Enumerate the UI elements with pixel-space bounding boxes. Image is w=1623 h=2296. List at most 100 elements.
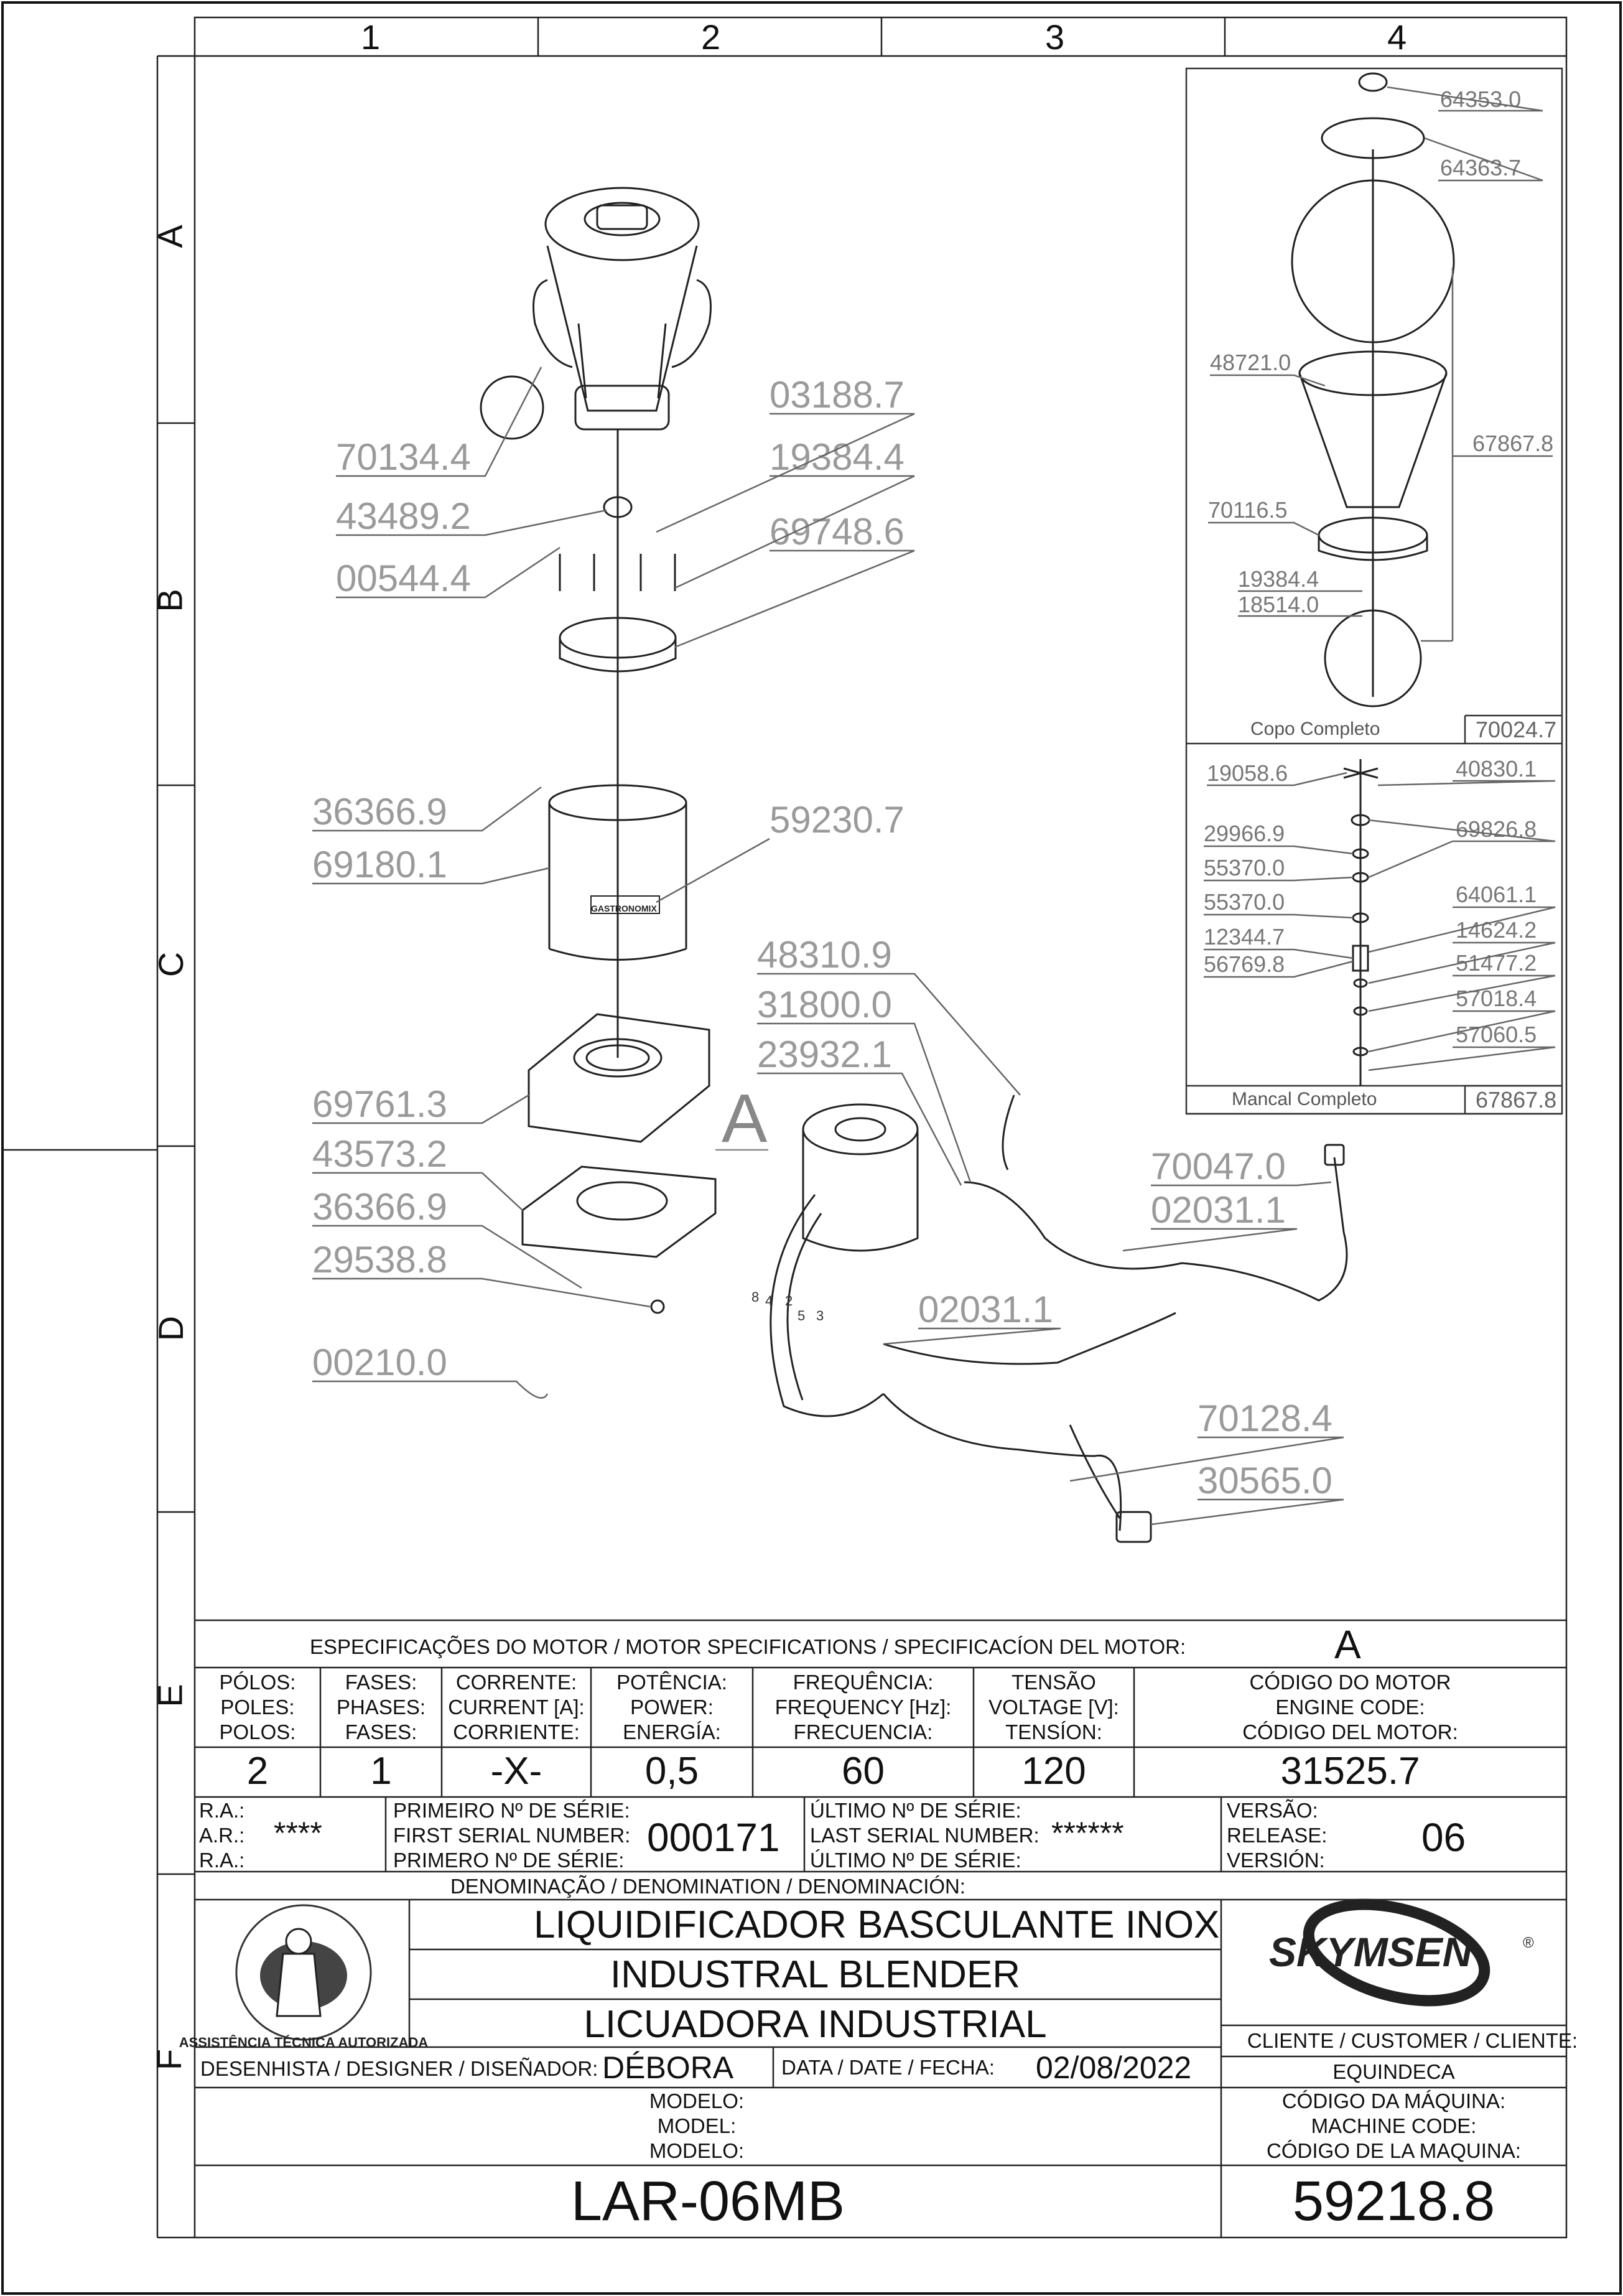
grid-row-d: D xyxy=(151,1315,191,1342)
product-name-pt: LIQUIDIFICADOR BASCULANTE INOX xyxy=(534,1903,1220,1946)
machine-code-labels: CÓDIGO DA MÁQUINA:MACHINE CODE:CÓDIGO DE… xyxy=(1267,2089,1521,2162)
callout-label: 57018.4 xyxy=(1456,986,1537,1011)
spec-value-phases: 1 xyxy=(370,1750,392,1793)
grid-column-2: 2 xyxy=(701,17,721,57)
detail-cup-callouts: 64353.0 64363.7 48721.0 67867.8 70116.5 … xyxy=(1208,86,1553,617)
callout-label: 48310.9 xyxy=(757,934,892,976)
callout-label: 70047.0 xyxy=(1151,1146,1286,1187)
model-labels: MODELO:MODEL:MODELO: xyxy=(649,2089,745,2162)
detail-cup-illustration xyxy=(1291,72,1455,707)
spec-value-engine-code: 31525.7 xyxy=(1280,1750,1420,1793)
callout-label: 30565.0 xyxy=(1197,1460,1332,1501)
callout-label: 23932.1 xyxy=(757,1034,892,1075)
callout-label: 19058.6 xyxy=(1207,760,1288,786)
callout-label: 70128.4 xyxy=(1197,1398,1332,1439)
client-value: EQUINDECA xyxy=(1332,2060,1455,2083)
callout-label: 36366.9 xyxy=(312,1186,447,1228)
wire-number: 8 xyxy=(751,1289,759,1305)
callout-label: 00210.0 xyxy=(312,1342,447,1383)
last-serial-value: ****** xyxy=(1051,1816,1124,1850)
callout-label: 36366.9 xyxy=(312,791,447,833)
callout-label: 69761.3 xyxy=(312,1083,447,1125)
callout-label: 69180.1 xyxy=(312,844,447,885)
brand-name: SKYMSEN xyxy=(1269,1929,1473,1975)
designer-label: DESENHISTA / DESIGNER / DISEÑADOR: xyxy=(200,2057,598,2080)
callout-label: 19384.4 xyxy=(1238,566,1319,592)
grid-column-1: 1 xyxy=(361,17,381,57)
callout-label: 57060.5 xyxy=(1456,1022,1537,1047)
callout-label: 00544.4 xyxy=(336,558,471,599)
spec-label-frequency: FREQUÊNCIA:FREQUENCY [Hz]:FRECUENCIA: xyxy=(774,1671,952,1743)
callout-label: 12344.7 xyxy=(1204,924,1285,950)
main-callouts: 70134.4 03188.7 43489.2 19384.4 00544.4 … xyxy=(312,374,1332,1501)
callout-label: 48721.0 xyxy=(1210,350,1291,375)
callout-label: 55370.0 xyxy=(1204,889,1285,915)
detail-cup-code: 70024.7 xyxy=(1476,717,1557,742)
spec-value-poles: 2 xyxy=(246,1750,269,1793)
gastronomix-badge: GASTRONOMIX xyxy=(591,903,657,913)
first-serial-labels: PRIMEIRO Nº DE SÉRIE:FIRST SERIAL NUMBER… xyxy=(393,1799,631,1872)
callout-label: 59230.7 xyxy=(770,799,905,841)
skymsen-logo: SKYMSEN ® xyxy=(1269,1898,1534,2007)
spec-value-current: -X- xyxy=(490,1750,542,1793)
title-block-grid xyxy=(195,1619,1566,2238)
product-name-es: LICUADORA INDUSTRIAL xyxy=(584,2003,1047,2046)
spec-label-poles: PÓLOS:POLES:POLOS: xyxy=(219,1671,296,1743)
spec-value-voltage: 120 xyxy=(1021,1750,1086,1793)
wire-number: 4 xyxy=(765,1293,773,1309)
section-arrow-a: A xyxy=(715,1080,768,1157)
detail-bearing-code: 67867.8 xyxy=(1476,1087,1557,1113)
callout-label: 02031.1 xyxy=(1151,1189,1286,1231)
grid-row-f: F xyxy=(149,2048,189,2071)
grid-column-3: 3 xyxy=(1045,17,1065,57)
date-label: DATA / DATE / FECHA: xyxy=(781,2056,995,2079)
callout-label: 51477.2 xyxy=(1456,950,1537,976)
electric-motor xyxy=(802,1103,919,1252)
detail-cup-title: Copo Completo xyxy=(1250,719,1380,739)
callout-label: 70116.5 xyxy=(1208,497,1287,523)
callout-label: 43489.2 xyxy=(336,495,471,537)
callout-label: 29538.8 xyxy=(312,1239,447,1281)
model-value: LAR-06MB xyxy=(570,2170,845,2233)
detail-panel-frame xyxy=(1185,67,1563,1115)
detail-bearing-illustration xyxy=(1343,759,1379,1086)
wire-numbers: 8 4 2 5 3 xyxy=(751,1289,824,1323)
motor-specs-header: ESPECIFICAÇÕES DO MOTOR / MOTOR SPECIFIC… xyxy=(310,1635,1186,1658)
callout-label: 67867.8 xyxy=(1472,431,1553,456)
section-label-a: A xyxy=(722,1080,768,1157)
motor-housing-cylinder xyxy=(548,784,687,961)
spec-label-current: CORRENTE:CURRENT [A]:CORRIENTE: xyxy=(448,1671,585,1743)
callout-label: 40830.1 xyxy=(1456,756,1537,782)
callout-label: 19384.4 xyxy=(770,436,905,478)
product-name-en: INDUSTRAL BLENDER xyxy=(610,1953,1021,1996)
grid-row-a: A xyxy=(150,225,190,248)
grid-row-c: C xyxy=(151,951,191,978)
denomination-header: DENOMINAÇÃO / DENOMINATION / DENOMINACIÓ… xyxy=(450,1875,966,1898)
machine-code-value: 59218.8 xyxy=(1292,2170,1495,2233)
last-serial-labels: ÚLTIMO Nº DE SÉRIE:LAST SERIAL NUMBER:ÚL… xyxy=(810,1799,1039,1872)
base-housing xyxy=(521,1013,717,1314)
detail-bearing-leaders xyxy=(1204,772,1556,1071)
detail-bearing-callouts: 19058.6 40830.1 29966.9 69826.8 55370.0 … xyxy=(1204,756,1537,1047)
callout-label: 64061.1 xyxy=(1456,882,1537,907)
grid-row-e: E xyxy=(150,1684,190,1707)
main-callout-leaders xyxy=(312,366,1344,1526)
detail-bearing-title: Mancal Completo xyxy=(1232,1089,1377,1109)
detail-bubble xyxy=(480,375,544,440)
callout-label: 70134.4 xyxy=(336,436,471,478)
grid-row-b: B xyxy=(150,589,190,612)
wire-number: 5 xyxy=(798,1308,805,1323)
date-value: 02/08/2022 xyxy=(1036,2050,1192,2085)
wire-number: 3 xyxy=(816,1308,824,1323)
release-value: 06 xyxy=(1421,1815,1466,1860)
badge-text: ASSISTÊNCIA TÉCNICA AUTORIZADA xyxy=(179,2035,429,2050)
coupling-and-base-cover xyxy=(559,429,677,1058)
detail-cup-leaders xyxy=(1208,86,1553,642)
authorized-service-badge: ASSISTÊNCIA TÉCNICA AUTORIZADA xyxy=(179,1904,429,2050)
grid-column-4: 4 xyxy=(1387,17,1407,57)
designer-value: DÉBORA xyxy=(602,2050,734,2085)
